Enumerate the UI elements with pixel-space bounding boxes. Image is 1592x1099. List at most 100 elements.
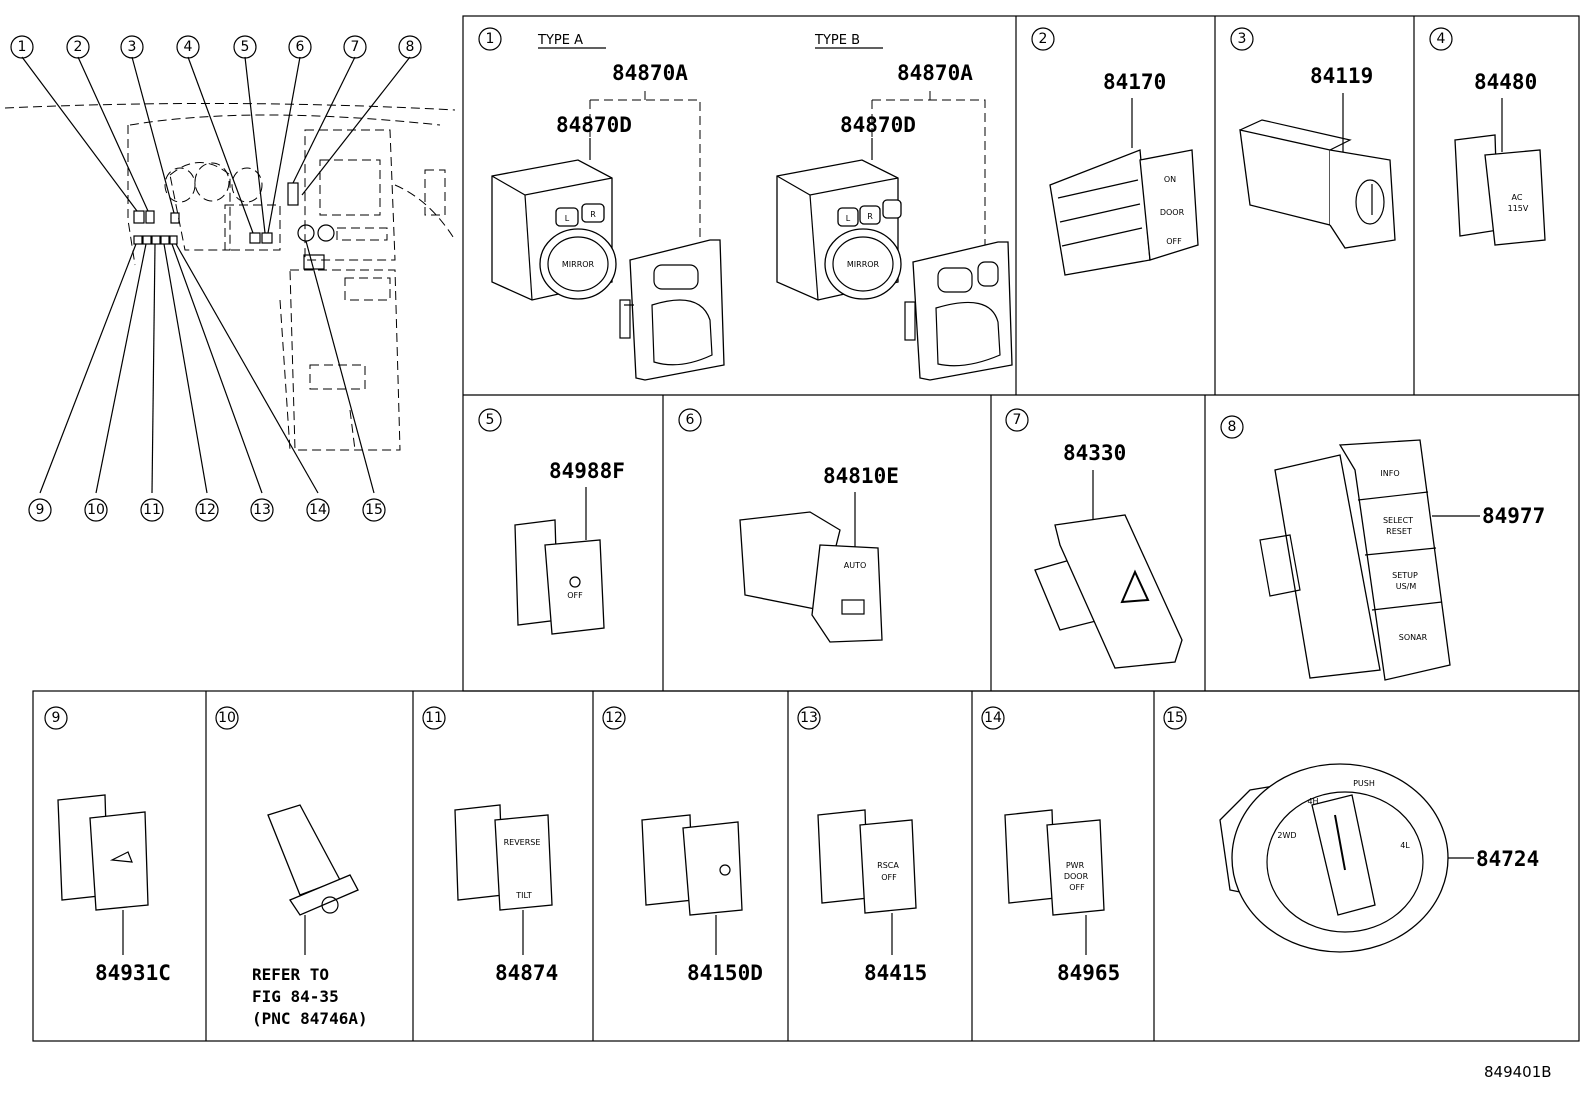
svg-text:R: R [867, 212, 873, 221]
svg-text:MIRROR: MIRROR [847, 260, 880, 269]
svg-text:L: L [846, 214, 851, 223]
overview-leaders [21, 56, 411, 494]
refer-line-1: REFER TO [252, 965, 329, 984]
svg-text:115V: 115V [1508, 204, 1529, 213]
callout-13: 13 [250, 498, 274, 522]
svg-text:7: 7 [351, 39, 360, 55]
svg-text:1: 1 [18, 39, 27, 55]
svg-text:INFO: INFO [1380, 469, 1399, 478]
svg-text:14: 14 [984, 710, 1002, 726]
panel-10: 10 REFER TO FIG 84-35 (PNC 84746A) [215, 706, 368, 1028]
svg-text:11: 11 [143, 502, 161, 518]
svg-text:13: 13 [800, 710, 818, 726]
callout-7: 7 [343, 35, 367, 59]
callout-10: 10 [84, 498, 108, 522]
part-84931C: 84931C [95, 961, 171, 985]
svg-text:REVERSE: REVERSE [504, 838, 541, 847]
mirror-switch-type-b: MIRROR L R [776, 159, 902, 301]
svg-text:14: 14 [309, 502, 327, 518]
panel-14: 14 PWR DOOR OFF 84965 [981, 706, 1120, 985]
part-84874: 84874 [495, 961, 558, 985]
mirror-bezel-type-b [904, 241, 1013, 381]
svg-text:DOOR: DOOR [1064, 872, 1089, 881]
panel-11: 11 REVERSE TILT 84874 [422, 706, 558, 985]
svg-text:DOOR: DOOR [1160, 208, 1185, 217]
callout-6: 6 [288, 35, 312, 59]
panel-8: 8 84977 INFO SELECT RESET SETUP US/M SON… [1220, 415, 1545, 681]
panel-13: 13 RSCA OFF 84415 [797, 706, 927, 985]
mirror-switch-type-a: MIRROR L R [491, 159, 617, 301]
panel-5: 5 84988F OFF [478, 408, 625, 635]
callout-14: 14 [306, 498, 330, 522]
diagram-id: 849401B [1484, 1063, 1552, 1081]
svg-text:8: 8 [406, 39, 415, 55]
svg-text:ON: ON [1164, 175, 1176, 184]
svg-text:PWR: PWR [1066, 861, 1085, 870]
panel-2: 2 84170 ON DOOR OFF [1031, 27, 1199, 276]
callout-1: 1 [10, 35, 34, 59]
svg-text:AC: AC [1512, 193, 1523, 202]
svg-text:12: 12 [605, 710, 623, 726]
part-84119: 84119 [1310, 64, 1373, 88]
part-84415: 84415 [864, 961, 927, 985]
svg-text:SETUP: SETUP [1392, 571, 1418, 580]
callout-11: 11 [140, 498, 164, 522]
svg-text:US/M: US/M [1396, 582, 1417, 591]
callout-8: 8 [398, 35, 422, 59]
svg-text:5: 5 [486, 412, 495, 428]
svg-text:3: 3 [128, 39, 137, 55]
dashboard-overview [4, 102, 456, 451]
svg-text:PUSH: PUSH [1353, 779, 1375, 788]
svg-text:3: 3 [1238, 31, 1247, 47]
part-84870A-b: 84870A [897, 61, 973, 85]
svg-text:4: 4 [184, 39, 193, 55]
svg-text:11: 11 [425, 710, 443, 726]
part-84965: 84965 [1057, 961, 1120, 985]
svg-text:4: 4 [1437, 31, 1446, 47]
svg-text:L: L [565, 214, 570, 223]
mirror-bezel-type-a [619, 239, 725, 381]
panel-grid [32, 15, 1580, 1042]
panel-3: 3 84119 [1230, 27, 1396, 249]
part-84870D-a: 84870D [556, 113, 632, 137]
callout-4: 4 [176, 35, 200, 59]
type-b-label: TYPE B [814, 33, 860, 48]
svg-text:15: 15 [1166, 710, 1184, 726]
svg-text:2WD: 2WD [1277, 831, 1296, 840]
panel-15: 15 4H PUSH 4L 2WD 84724 [1163, 706, 1539, 953]
svg-text:9: 9 [36, 502, 45, 518]
panel-4: 4 84480 AC 115V [1429, 27, 1546, 246]
callout-15: 15 [362, 498, 386, 522]
part-84724: 84724 [1476, 847, 1539, 871]
panel-1: 1 TYPE A TYPE B 84870A 84870D 84870A 848… [478, 27, 1013, 381]
svg-text:4H: 4H [1307, 797, 1318, 806]
overview-callouts: 1 2 3 4 5 6 7 8 9 10 11 12 13 14 15 [10, 35, 422, 522]
part-84870A-a: 84870A [612, 61, 688, 85]
svg-text:AUTO: AUTO [844, 561, 867, 570]
svg-text:OFF: OFF [1069, 883, 1085, 892]
callout-12: 12 [195, 498, 219, 522]
svg-text:SONAR: SONAR [1399, 633, 1428, 642]
svg-text:OFF: OFF [881, 873, 897, 882]
svg-text:9: 9 [52, 710, 61, 726]
part-84977: 84977 [1482, 504, 1545, 528]
svg-text:4L: 4L [1400, 841, 1410, 850]
svg-text:13: 13 [253, 502, 271, 518]
svg-text:10: 10 [218, 710, 236, 726]
svg-text:RESET: RESET [1386, 527, 1412, 536]
panel-7: 7 84330 [1005, 408, 1183, 669]
svg-text:2: 2 [74, 39, 83, 55]
svg-text:1: 1 [486, 31, 495, 47]
callout-5: 5 [233, 35, 257, 59]
part-84480: 84480 [1474, 70, 1537, 94]
svg-text:8: 8 [1228, 419, 1237, 435]
part-84810E: 84810E [823, 464, 899, 488]
part-84988F: 84988F [549, 459, 625, 483]
panel-6: 6 84810E AUTO [678, 408, 899, 643]
refer-line-3: (PNC 84746A) [252, 1009, 368, 1028]
svg-text:TILT: TILT [515, 891, 532, 900]
callout-3: 3 [120, 35, 144, 59]
svg-text:R: R [590, 210, 596, 219]
svg-text:OFF: OFF [1166, 237, 1182, 246]
